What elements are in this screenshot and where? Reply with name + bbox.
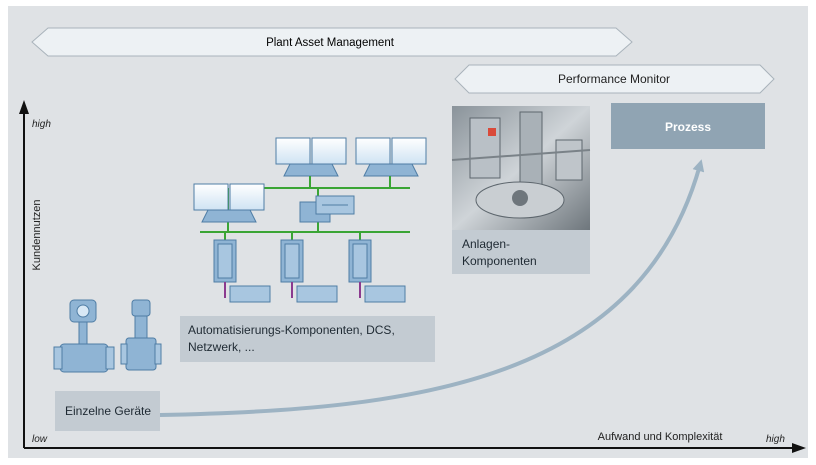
photo-plant-equipment — [451, 106, 591, 230]
y-axis-high-label: high — [32, 119, 51, 130]
automatisierung-label-line1: Automatisierungs-Komponenten, DCS, — [188, 323, 395, 337]
flowmeter-icon — [53, 299, 115, 373]
x-axis-high-label: high — [766, 434, 785, 445]
axes: high Kundennutzen low Aufwand und Komple… — [19, 100, 806, 453]
workstation-icon — [275, 137, 347, 188]
prozess-box — [611, 103, 765, 149]
origin-low-label: low — [32, 434, 48, 445]
prozess-label: Prozess — [665, 120, 711, 134]
y-axis-title: Kundennutzen — [31, 200, 43, 271]
automatisierung-box — [180, 316, 435, 362]
anlagen-box — [452, 230, 590, 274]
workstation-icon — [355, 137, 427, 188]
y-axis-arrow-icon — [19, 100, 29, 114]
network-switch-icon — [299, 195, 355, 223]
einzelne-geraete-label: Einzelne Geräte — [65, 404, 151, 418]
performance-monitor-banner: Performance Monitor — [454, 64, 775, 94]
plant-asset-management-banner: Plant Asset Management — [31, 27, 633, 57]
anlagen-label-line2: Komponenten — [462, 254, 537, 268]
controller-icon — [213, 232, 271, 303]
flowmeter-small-icon — [120, 299, 162, 371]
controller-icon — [348, 232, 406, 303]
controller-icon — [280, 232, 338, 303]
automatisierung-label-line2: Netzwerk, ... — [188, 340, 255, 354]
banner-performance-monitor-label: Performance Monitor — [558, 72, 670, 86]
anlagen-label-line1: Anlagen- — [462, 237, 510, 251]
x-axis-title: Aufwand und Komplexität — [598, 431, 723, 443]
einzelne-geraete-box — [55, 391, 160, 431]
banner-plant-asset-management-label: Plant Asset Management — [266, 37, 395, 49]
x-axis-arrow-icon — [792, 443, 806, 453]
growth-curve-arrow — [159, 159, 705, 417]
workstation-icon — [193, 183, 265, 223]
